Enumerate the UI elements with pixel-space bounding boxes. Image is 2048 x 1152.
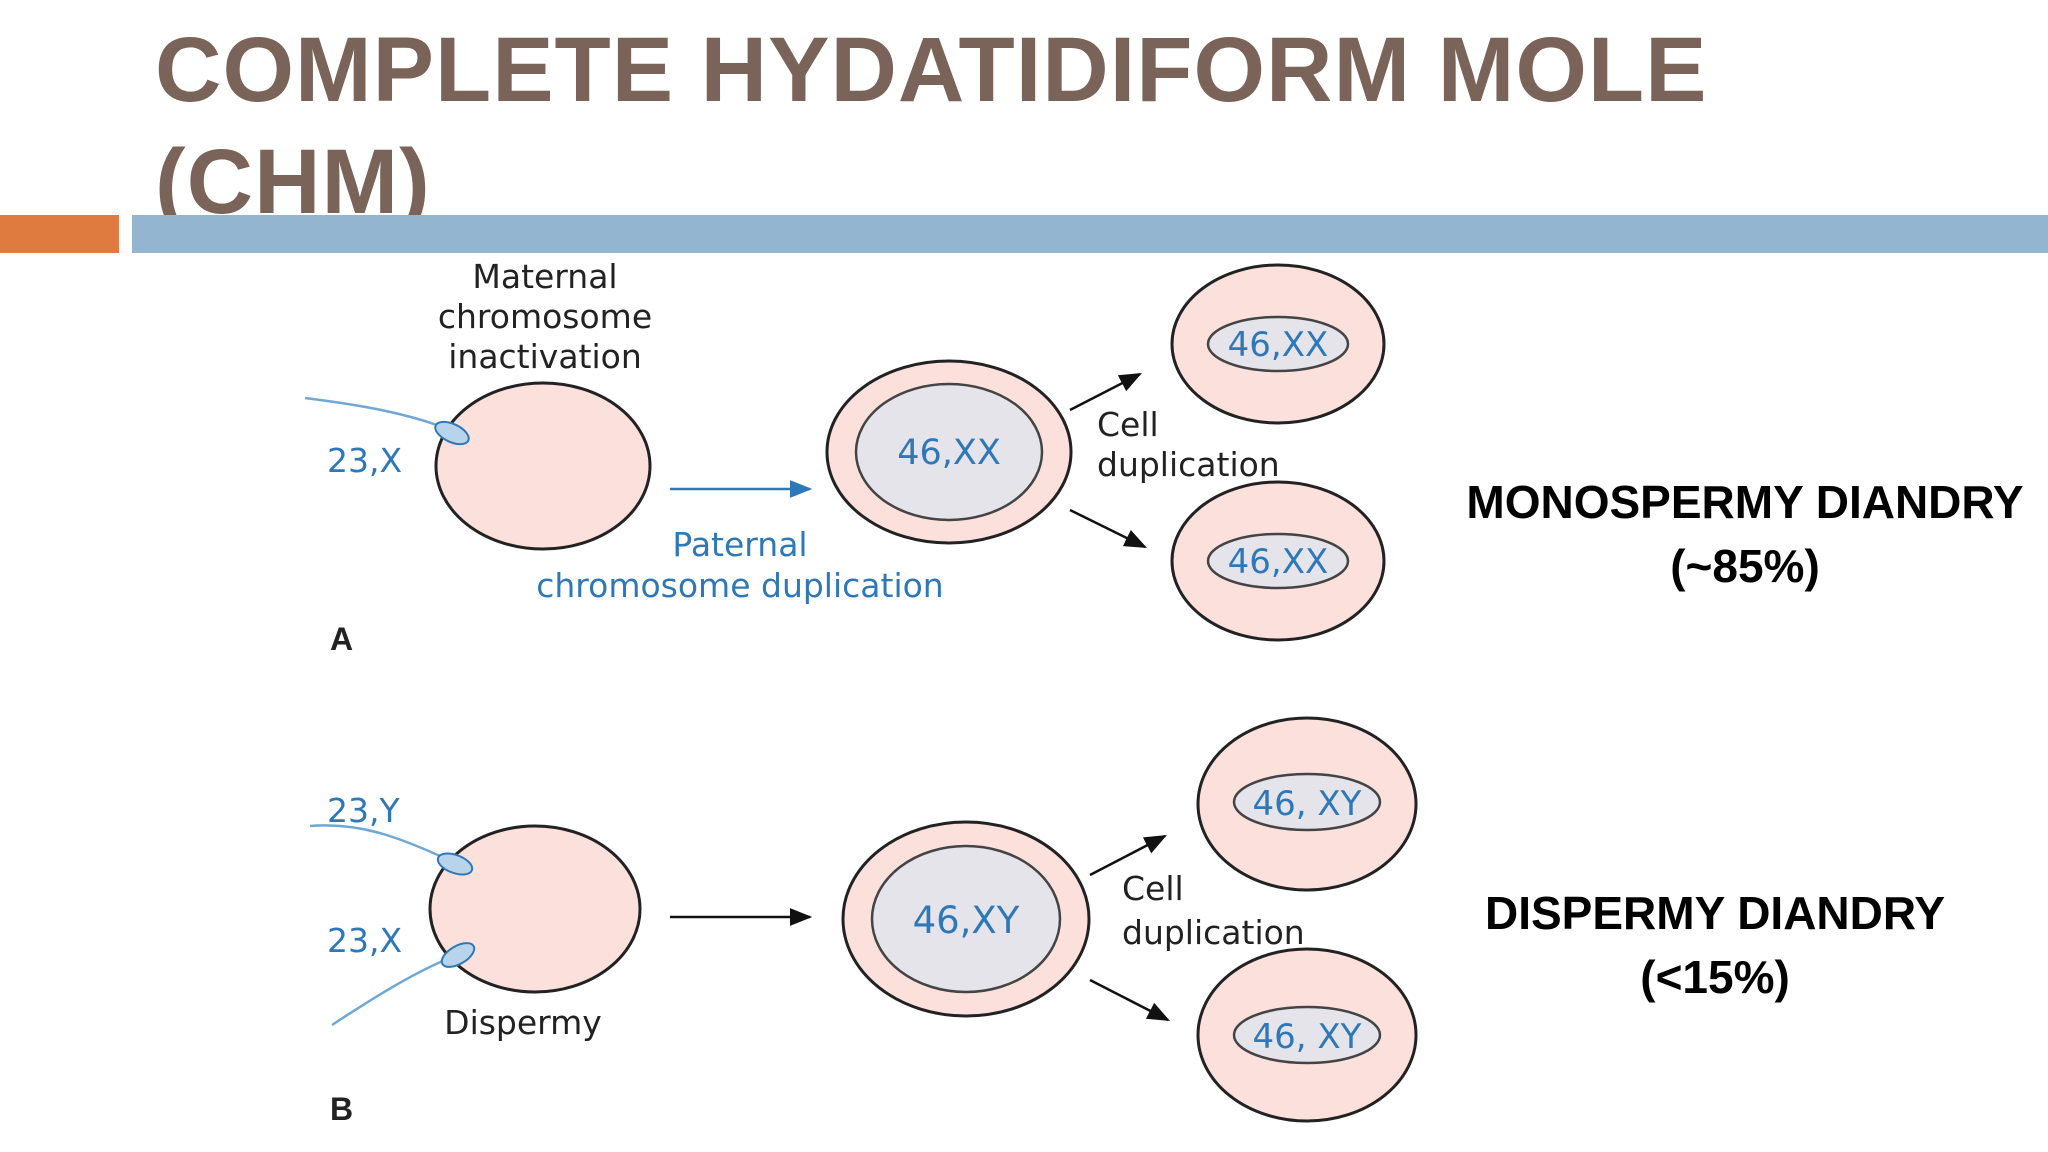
zygote-nucleus-a — [854, 382, 1044, 522]
panel-letter-a: A — [330, 621, 353, 657]
split-arrow-down-b — [1089, 978, 1171, 1022]
monospermy-diandry-percent: (~85%) — [1670, 540, 1820, 592]
egg-cell-a — [434, 381, 652, 551]
monospermy-diandry-title: MONOSPERMY DIANDRY — [1466, 476, 2024, 528]
cell-duplication-label-a-line1: Cell — [1097, 405, 1159, 444]
sperm-head-top-b — [436, 852, 474, 876]
cell-duplication-label-a-line2: duplication — [1097, 445, 1280, 484]
split-arrow-up-a — [1069, 372, 1143, 412]
slide-title: COMPLETE HYDATIDIFORM MOLE (CHM) — [155, 14, 1707, 238]
accent-bar — [0, 215, 119, 253]
daughter-nucleus-top-b — [1232, 772, 1382, 832]
dispermy-diandry-title: DISPERMY DIANDRY — [1485, 887, 1946, 939]
panel-letter-b: B — [330, 1091, 353, 1127]
panel-a: Maternal chromosome inactivation 23,X Pa… — [304, 257, 1386, 657]
maternal-inactivation-label-line2: chromosome — [438, 297, 652, 336]
split-arrow-up-b — [1089, 834, 1167, 877]
daughter-nucleus-bottom-b — [1232, 1005, 1382, 1065]
title-rule-bar — [132, 215, 2048, 253]
panel-b: 23,Y 23,X Dispermy 46,XY Cell duplicatio… — [309, 716, 1418, 1127]
cell-duplication-label-b-line2: duplication — [1122, 913, 1305, 952]
daughter-nucleus-bottom-a — [1206, 532, 1350, 590]
dispermy-diandry-percent: (<15%) — [1640, 951, 1790, 1003]
sperm-label-a: 23,X — [327, 441, 402, 480]
sperm-label-bottom-b: 23,X — [327, 921, 402, 960]
sperm-head-a — [434, 420, 470, 446]
sperm-head-bottom-b — [440, 942, 476, 968]
paternal-duplication-label-line1: Paternal — [672, 525, 807, 564]
daughter-nucleus-top-a — [1206, 315, 1350, 373]
sperm-tail-bottom-b — [331, 958, 446, 1027]
maternal-inactivation-label-line3: inactivation — [448, 337, 642, 376]
split-arrow-down-a — [1069, 508, 1148, 549]
zygote-nucleus-b — [870, 844, 1062, 994]
zygote-karyotype-a: 46,XX — [897, 433, 1001, 473]
dispermy-label: Dispermy — [444, 1003, 602, 1042]
zygote-karyotype-b: 46,XY — [913, 899, 1020, 942]
sperm-label-top-b: 23,Y — [327, 791, 400, 830]
maternal-inactivation-label-line1: Maternal — [472, 257, 617, 296]
daughter-karyotype-top-a: 46,XX — [1228, 325, 1329, 365]
daughter-karyotype-top-b: 46, XY — [1253, 784, 1362, 824]
monospermy-diandry-label: MONOSPERMY DIANDRY (~85%) — [1465, 470, 2025, 598]
sperm-tail-a — [304, 396, 441, 428]
cell-duplication-label-b-line1: Cell — [1122, 869, 1184, 908]
dispermy-diandry-label: DISPERMY DIANDRY (<15%) — [1485, 881, 1945, 1009]
paternal-duplication-label-line2: chromosome duplication — [536, 566, 943, 605]
sperm-tail-top-b — [309, 824, 441, 858]
slide-title-line1: COMPLETE HYDATIDIFORM MOLE — [155, 19, 1708, 121]
egg-cell-b — [428, 824, 642, 994]
daughter-karyotype-bottom-a: 46,XX — [1228, 542, 1329, 582]
daughter-karyotype-bottom-b: 46, XY — [1253, 1017, 1362, 1057]
